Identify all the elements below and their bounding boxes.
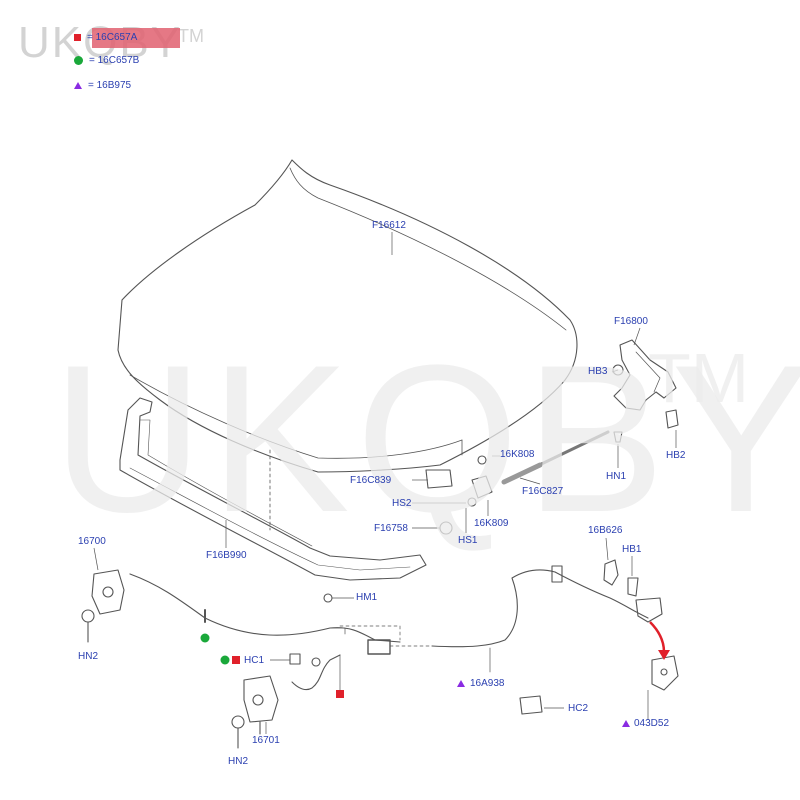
callout-label: HB3	[588, 366, 608, 377]
release-cable	[129, 573, 401, 643]
callout-label: HS1	[458, 535, 478, 546]
purple-triangle-icon	[622, 720, 630, 727]
legend-item-square: = 16C657A	[74, 32, 137, 43]
red-marker	[336, 690, 344, 698]
red-square-icon	[74, 34, 81, 41]
legend-item-circle: = 16C657B	[74, 55, 139, 66]
callout-label: HN2	[228, 756, 249, 767]
callout-label: 16K809	[474, 518, 509, 529]
legend-text: = 16C657B	[89, 55, 140, 66]
callout-label: 16A938	[470, 678, 505, 689]
callout-label: HS2	[392, 498, 412, 509]
green-marker	[220, 655, 230, 665]
release-handle	[651, 655, 679, 691]
callout-label: HC2	[568, 703, 589, 714]
watermark-small-tm: TM	[178, 26, 204, 46]
purple-triangle-icon	[457, 680, 465, 687]
hood-seal	[119, 397, 427, 581]
purple-triangle-icon	[74, 82, 82, 89]
legend-text: = 16C657A	[87, 32, 138, 43]
hood-crease	[289, 167, 567, 331]
hood-panel	[117, 159, 578, 473]
callout-label: 16B626	[588, 525, 623, 536]
latch-16700	[91, 569, 125, 615]
callout-label: F16612	[372, 220, 406, 231]
callout-label: 16700	[78, 536, 106, 547]
callout-label: 16K808	[500, 449, 535, 460]
callout-label: HB1	[622, 544, 642, 555]
hood-hinge	[613, 339, 677, 411]
callout-label: HM1	[356, 592, 378, 603]
callout-label: F16B990	[206, 550, 247, 561]
legend-item-triangle: = 16B975	[74, 80, 131, 91]
latch-16701	[243, 675, 279, 723]
red-marker	[232, 656, 240, 664]
green-marker	[200, 633, 210, 643]
legend-highlight	[92, 28, 180, 48]
red-arrow	[649, 621, 666, 653]
callout-label: F16C839	[350, 475, 392, 486]
callout-label: HC1	[244, 655, 265, 666]
green-circle-icon	[74, 56, 83, 65]
callout-label: F16800	[614, 316, 648, 327]
legend-text: = 16B975	[88, 80, 132, 91]
hood-front-edge	[129, 374, 463, 459]
callout-label: HN1	[606, 471, 627, 482]
callout-label: 16701	[252, 735, 280, 746]
callout-label: HB2	[666, 450, 686, 461]
callout-label: F16C827	[522, 486, 564, 497]
callout-label: HN2	[78, 651, 99, 662]
callout-label: 043D52	[634, 718, 670, 729]
callout-label: F16758	[374, 523, 408, 534]
